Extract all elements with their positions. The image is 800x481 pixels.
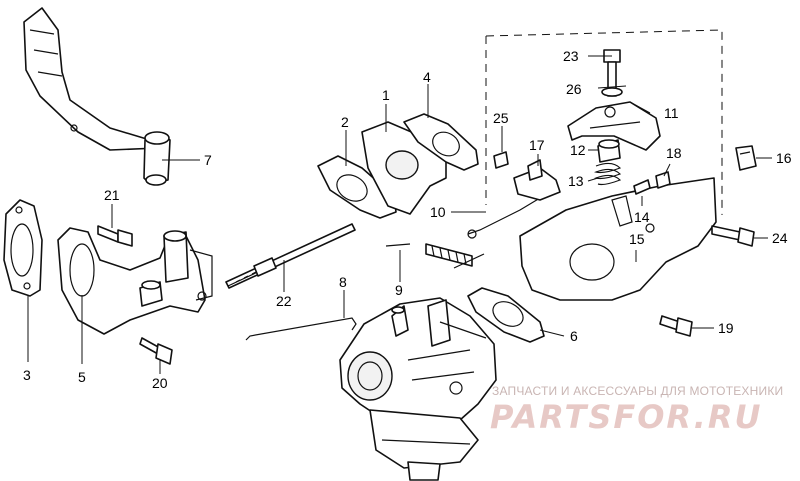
- callout-7: 7: [204, 152, 212, 168]
- stud-bolt-22: [225, 223, 356, 289]
- spring-13: [593, 162, 622, 186]
- bolt-19: [659, 315, 693, 337]
- callout-2: 2: [341, 114, 349, 130]
- callout-24: 24: [772, 230, 788, 246]
- callout-16: 16: [776, 150, 792, 166]
- callout-21: 21: [104, 187, 120, 203]
- screw-18: [655, 171, 671, 189]
- callout-14: 14: [634, 209, 650, 225]
- carburetor-body: [339, 297, 497, 481]
- callout-11: 11: [664, 105, 679, 121]
- watermark-caption: ЗАПЧАСТИ И АКСЕССУАРЫ ДЛЯ МОТОТЕХНИКИ: [492, 384, 784, 398]
- callout-20: 20: [152, 375, 168, 391]
- clip-16: [735, 145, 757, 171]
- callout-26: 26: [566, 81, 582, 97]
- washer-26: [601, 87, 623, 97]
- bolt-20: [139, 337, 173, 365]
- callout-4: 4: [423, 69, 431, 85]
- callout-13: 13: [568, 173, 584, 189]
- link-rod-8: [245, 317, 357, 341]
- screw-25: [493, 151, 509, 169]
- gasket-6: [467, 287, 545, 343]
- leader-lines: [27, 55, 772, 374]
- callout-10: 10: [430, 204, 446, 220]
- callout-23: 23: [563, 48, 579, 64]
- lever-17: [513, 159, 561, 201]
- intake-insulator-body: [57, 227, 213, 335]
- bolt-21: [97, 225, 133, 247]
- callout-18: 18: [666, 145, 682, 161]
- choke-lever-arm: [23, 7, 171, 186]
- gasket-4: [403, 113, 479, 171]
- callout-6: 6: [570, 328, 578, 344]
- watermark-site: PARTSFOR.RU: [490, 398, 763, 436]
- callout-15: 15: [629, 231, 645, 247]
- callout-22: 22: [276, 293, 292, 309]
- callout-3: 3: [23, 367, 31, 383]
- callout-8: 8: [339, 274, 347, 290]
- callout-12: 12: [570, 142, 586, 158]
- gasket-2: [317, 155, 397, 219]
- lever-plate-11: [567, 101, 661, 151]
- choke-wire-10: [467, 197, 541, 239]
- callout-25: 25: [493, 110, 509, 126]
- cap-12: [597, 139, 621, 163]
- callout-19: 19: [718, 320, 734, 336]
- choke-bracket-plate: [519, 177, 717, 301]
- bolt-24: [711, 225, 755, 247]
- choke-spring-9: [385, 243, 485, 269]
- callout-5: 5: [78, 369, 86, 385]
- callout-9: 9: [395, 282, 403, 298]
- callout-17: 17: [529, 137, 545, 153]
- insulator-gasket-left: [3, 199, 43, 297]
- callout-1: 1: [382, 87, 390, 103]
- screw-14: [633, 179, 651, 195]
